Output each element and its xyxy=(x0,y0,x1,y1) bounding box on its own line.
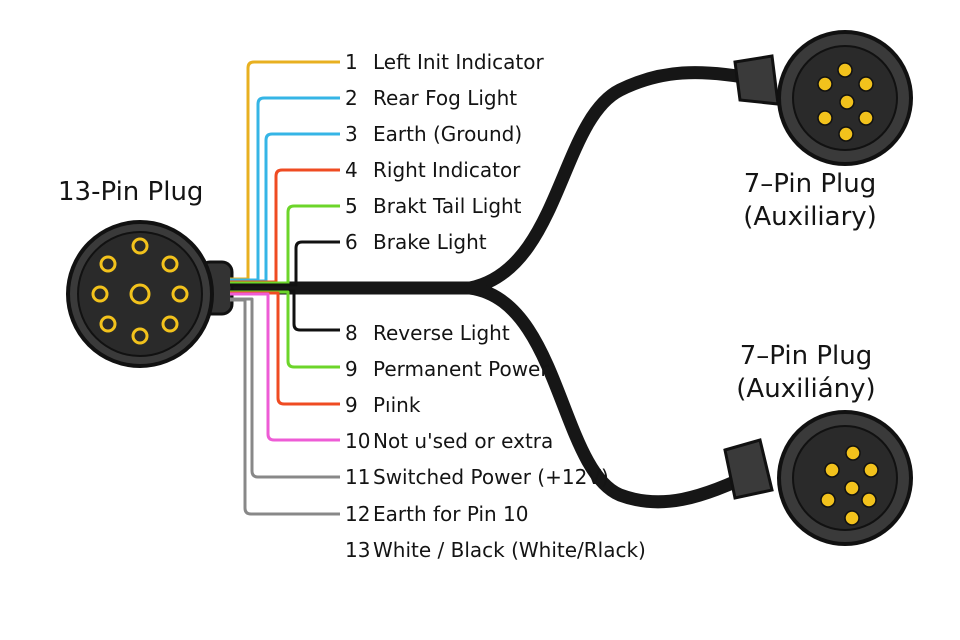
plug-7-pin-upper-title-line1: 7–Pin Plug xyxy=(743,169,877,199)
plug-7-pin-upper-title-line2: (Auxiliary) xyxy=(743,202,877,232)
pin-wires xyxy=(230,60,340,516)
pin-number: 11 xyxy=(345,465,371,489)
pin-label: 9 Permanent Power xyxy=(345,357,549,381)
plug-7-pin-upper xyxy=(733,30,913,166)
pin-function: Rear Fog Light xyxy=(373,86,518,110)
pin-number: 3 xyxy=(345,122,358,146)
plug-7-pin-upper-title: 7–Pin Plug (Auxiliary) xyxy=(720,168,900,234)
pin-wire xyxy=(230,290,340,369)
pin-function: Reverse Light xyxy=(373,321,510,345)
pin-wire xyxy=(230,292,340,442)
pin-function: Left Init Indicator xyxy=(373,50,544,74)
pin-function: Brakt Tail Light xyxy=(373,194,522,218)
pin-label: 5 Brakt Tail Light xyxy=(345,194,522,218)
pin-number: 9 xyxy=(345,393,358,417)
pin-wire xyxy=(230,204,340,285)
pin-wire xyxy=(230,168,340,284)
pin-function: White / Black (White/Rlack) xyxy=(373,538,646,562)
plug-13-pin-title: 13-Pin Plug xyxy=(58,177,204,207)
pin-wire xyxy=(230,60,340,281)
lower-branch-cable xyxy=(463,281,767,509)
pin-number: 6 xyxy=(345,230,358,254)
pin-wire xyxy=(230,298,340,516)
pin-number: 5 xyxy=(345,194,358,218)
plug-7-pin-lower-contacts xyxy=(820,445,879,526)
pin-label: 9 Pıink xyxy=(345,393,420,417)
pin-function: Pıink xyxy=(373,393,421,417)
plug-7-pin-lower-title-line2: (Auxiliány) xyxy=(736,374,876,404)
pin-number: 13 xyxy=(345,538,371,562)
pin-label: 2 Rear Fog Light xyxy=(345,86,517,110)
pin-function: Permanent Power xyxy=(373,357,549,381)
pin-number: 12 xyxy=(345,502,371,526)
pin-number: 4 xyxy=(345,158,358,182)
pin-number: 8 xyxy=(345,321,358,345)
pin-label: 8 Reverse Light xyxy=(345,321,510,345)
pin-number: 9 xyxy=(345,357,358,381)
plug-7-pin-lower-title-line1: 7–Pin Plug xyxy=(739,341,873,371)
pin-label: 3 Earth (Ground) xyxy=(345,122,522,146)
pin-function: Switched Power (+12V) xyxy=(373,465,609,489)
pin-number: 2 xyxy=(345,86,358,110)
upper-branch-cable xyxy=(463,66,767,295)
pin-number: 10 xyxy=(345,429,371,453)
plug-13-pin xyxy=(66,220,234,368)
pin-wire xyxy=(230,297,340,479)
pin-wire xyxy=(230,289,340,332)
pin-label: 6 Brake Light xyxy=(345,230,487,254)
pin-function: Brake Light xyxy=(373,230,487,254)
plug-7-pin-lower-title: 7–Pin Plug (Auxiliány) xyxy=(716,340,896,406)
pin-number: 1 xyxy=(345,50,358,74)
pin-wire xyxy=(230,132,340,283)
plug-7-pin-lower xyxy=(723,410,913,546)
main-cable xyxy=(213,66,767,509)
pin-function: Right Indicator xyxy=(373,158,521,182)
plug-7-pin-upper-contacts xyxy=(817,62,874,142)
pin-wire xyxy=(230,240,340,287)
pin-wire xyxy=(230,96,340,282)
pin-wire xyxy=(230,291,340,406)
pin-function: Not u'sed or extra xyxy=(373,429,554,453)
pin-label: 4 Right Indicator xyxy=(345,158,520,182)
plug-13-pin-contacts xyxy=(91,237,189,345)
pin-function: Earth (Ground) xyxy=(373,122,523,146)
pin-label: 1 Left Init Indicator xyxy=(345,50,544,74)
pin-function: Earth for Pin 10 xyxy=(373,502,529,526)
